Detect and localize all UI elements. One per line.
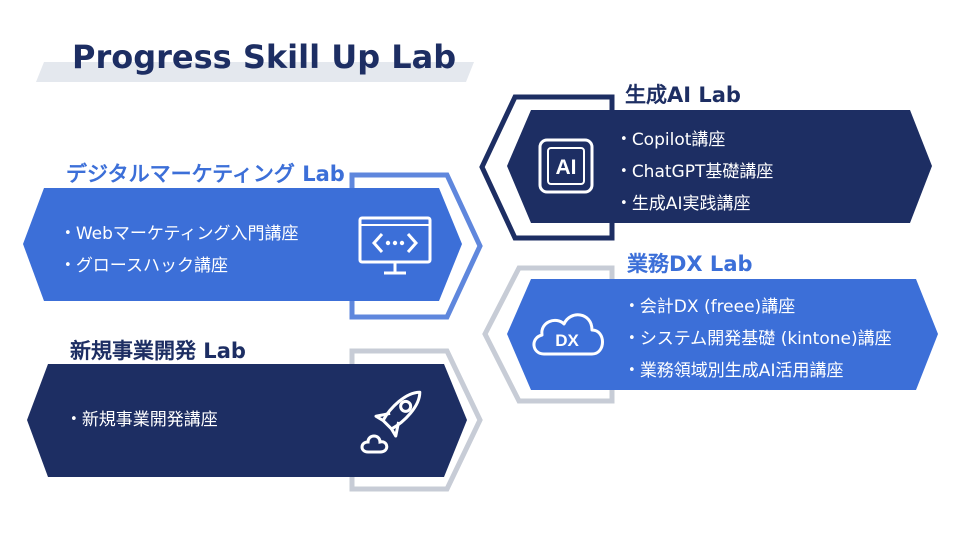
- ai-chip-label: AI: [556, 156, 577, 179]
- title-underline-bar: [36, 62, 474, 82]
- list-item: ChatGPT基礎講座: [620, 156, 774, 188]
- generative-ai-lab-title: 生成AI Lab: [625, 83, 741, 107]
- list-item: Webマーケティング入門講座: [64, 218, 299, 250]
- list-item: グロースハック講座: [64, 250, 299, 282]
- list-item: システム開発基礎 (kintone)講座: [628, 323, 892, 355]
- list-item: 生成AI実践講座: [620, 188, 773, 220]
- list-item: 新規事業開発講座: [70, 408, 218, 432]
- business-dx-lab-title: 業務DX Lab: [627, 252, 753, 276]
- new-business-course-list: 新規事業開発講座: [70, 408, 218, 432]
- business-dx-course-list: 会計DX (freee)講座 システム開発基礎 (kintone)講座 業務領域…: [628, 291, 892, 387]
- dx-cloud-label: DX: [555, 331, 579, 350]
- list-item: Copilot講座: [620, 124, 773, 156]
- page-title: Progress Skill Up Lab: [72, 38, 457, 76]
- list-item: 会計DX (freee)講座: [628, 291, 892, 323]
- generative-ai-course-list: Copilot講座 ChatGPT基礎講座 生成AI実践講座: [620, 124, 774, 220]
- new-business-banner: [27, 364, 467, 477]
- list-item: 業務領域別生成AI活用講座: [628, 355, 892, 387]
- digital-marketing-course-list: Webマーケティング入門講座 グロースハック講座: [64, 218, 299, 282]
- new-business-lab-title: 新規事業開発 Lab: [70, 339, 246, 363]
- web-monitor-icon: [358, 216, 432, 275]
- cloud-dx-icon: DX: [532, 313, 604, 356]
- rocket-icon: [360, 390, 422, 454]
- digital-marketing-lab-title: デジタルマーケティング Lab: [66, 162, 345, 186]
- ai-chip-icon: AI: [538, 138, 594, 194]
